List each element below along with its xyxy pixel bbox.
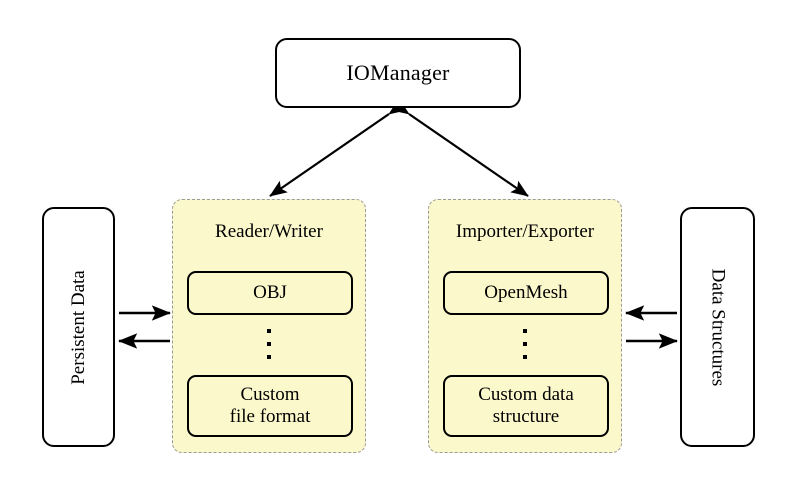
connector-manager-importer-exporter: [391, 98, 529, 197]
importer-exporter-item-custom-line1: Custom data: [478, 383, 574, 405]
reader-writer-title: Reader/Writer: [215, 221, 323, 242]
reader-writer-item-custom-line2: file format: [229, 406, 311, 427]
persistent-data-node[interactable]: Persistent Data: [42, 207, 115, 447]
importer-exporter-item-openmesh[interactable]: OpenMesh: [443, 271, 609, 315]
importer-exporter-group[interactable]: Importer/Exporter OpenMesh Custom data s…: [428, 199, 622, 453]
importer-exporter-item-custom-line2: structure: [492, 406, 560, 427]
iomanager-label: IOManager: [346, 60, 450, 85]
reader-writer-item-custom[interactable]: Custom file format: [187, 375, 353, 437]
importer-exporter-item-custom[interactable]: Custom data structure: [443, 375, 609, 437]
data-structures-node[interactable]: Data Structures: [680, 207, 755, 447]
reader-writer-item-obj[interactable]: OBJ: [187, 271, 353, 315]
reader-writer-group[interactable]: Reader/Writer OBJ Custom file format: [172, 199, 366, 453]
reader-writer-item-custom-label: Custom file format: [230, 384, 311, 429]
connector-manager-reader-writer: [269, 98, 407, 197]
persistent-data-label: Persistent Data: [68, 269, 90, 385]
importer-exporter-title: Importer/Exporter: [455, 221, 595, 242]
importer-exporter-item-openmesh-label: OpenMesh: [484, 281, 568, 303]
reader-writer-item-obj-label: OBJ: [253, 281, 287, 303]
reader-writer-item-custom-line1: Custom: [240, 383, 300, 405]
importer-exporter-item-custom-label: Custom data structure: [478, 384, 574, 429]
data-structures-label: Data Structures: [707, 268, 728, 386]
importer-exporter-ellipsis-icon: [429, 329, 621, 359]
reader-writer-ellipsis-icon: [173, 329, 365, 359]
iomanager-node[interactable]: IOManager: [275, 38, 521, 108]
